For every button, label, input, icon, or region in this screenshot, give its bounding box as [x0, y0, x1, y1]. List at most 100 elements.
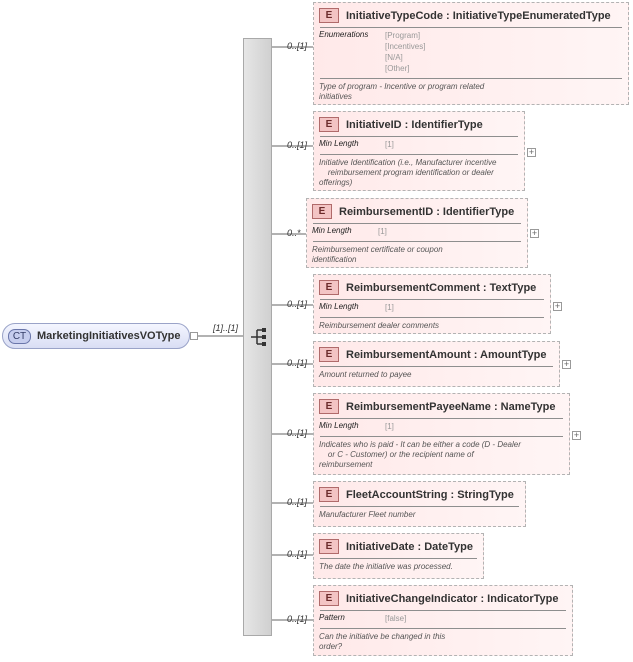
- facet-value: [1]: [385, 303, 394, 312]
- facet-value: [false]: [385, 614, 407, 623]
- element-cardinality: 0..[1]: [287, 358, 308, 368]
- complex-type-node[interactable]: CT MarketingInitiativesVOType: [2, 323, 190, 349]
- element-badge: E: [312, 204, 332, 219]
- documentation-line: or C - Customer) or the recipient name o…: [319, 450, 474, 459]
- separator: [320, 154, 518, 155]
- separator: [320, 558, 477, 559]
- documentation-line: reimbursement: [319, 460, 373, 469]
- separator: [320, 366, 553, 367]
- facet-name: Min Length: [312, 226, 352, 235]
- element-badge: E: [319, 591, 339, 606]
- documentation-line: reimbursement program identification or …: [319, 168, 494, 177]
- element-documentation: Type of program - Incentive or program r…: [314, 79, 628, 102]
- facet-value: [N/A]: [385, 53, 403, 62]
- separator: [313, 241, 521, 242]
- element-badge: E: [319, 399, 339, 414]
- documentation-line: initiatives: [319, 92, 352, 101]
- element-title: FleetAccountString : StringType: [346, 488, 514, 501]
- documentation-line: Reimbursement dealer comments: [319, 321, 440, 330]
- documentation-line: Initiative Identification (i.e., Manufac…: [319, 158, 497, 167]
- documentation-line: Indicates who is paid - It can be either…: [319, 440, 521, 449]
- element-title: InitiativeTypeCode : InitiativeTypeEnume…: [346, 9, 611, 22]
- expand-toggle[interactable]: +: [562, 359, 571, 369]
- element-documentation: Amount returned to payee: [314, 367, 559, 380]
- documentation-line: Manufacturer Fleet number: [319, 510, 416, 519]
- separator: [320, 27, 622, 28]
- facet-value: [1]: [385, 140, 394, 149]
- expand-toggle[interactable]: +: [572, 430, 581, 440]
- documentation-line: The date the initiative was processed.: [319, 562, 453, 571]
- element-title: InitiativeChangeIndicator : IndicatorTyp…: [346, 592, 559, 605]
- separator: [313, 223, 521, 224]
- element-cardinality: 0..[1]: [287, 140, 308, 150]
- facet-name: Min Length: [319, 302, 359, 311]
- facet-name: Pattern: [319, 613, 345, 622]
- documentation-line: identification: [312, 255, 357, 264]
- element-cardinality: 0..[1]: [287, 614, 308, 624]
- element-documentation: Indicates who is paid - It can be either…: [314, 437, 569, 470]
- expand-toggle[interactable]: +: [530, 228, 539, 238]
- documentation-line: order?: [319, 642, 343, 651]
- element-title: ReimbursementAmount : AmountType: [346, 348, 547, 361]
- facet-value: [1]: [378, 227, 387, 236]
- element-title: ReimbursementComment : TextType: [346, 281, 537, 294]
- complex-type-badge: CT: [8, 328, 31, 344]
- facet-name: Min Length: [319, 421, 359, 430]
- element-title: InitiativeID : IdentifierType: [346, 118, 483, 131]
- element-documentation: The date the initiative was processed.: [314, 559, 483, 572]
- element-cardinality: 0..[1]: [287, 299, 308, 309]
- separator: [320, 418, 563, 419]
- element-badge: E: [319, 347, 339, 362]
- element-cardinality: 0..*: [287, 228, 301, 238]
- documentation-line: Type of program - Incentive or program r…: [319, 82, 485, 91]
- separator: [320, 628, 566, 629]
- facet-value: [Other]: [385, 64, 410, 73]
- element-title: InitiativeDate : DateType: [346, 540, 473, 553]
- element-documentation: Manufacturer Fleet number: [314, 507, 525, 520]
- element-title: ReimbursementID : IdentifierType: [339, 205, 515, 218]
- documentation-line: Reimbursement certificate or coupon: [312, 245, 443, 254]
- expand-toggle[interactable]: +: [553, 301, 562, 311]
- facet-value: [1]: [385, 422, 394, 431]
- facet-name: Enumerations: [319, 30, 369, 39]
- facet-value: [Incentives]: [385, 42, 426, 51]
- element-cardinality: 0..[1]: [287, 549, 308, 559]
- element-badge: E: [319, 487, 339, 502]
- separator: [320, 610, 566, 611]
- element-cardinality: 0..[1]: [287, 41, 308, 51]
- element-badge: E: [319, 8, 339, 23]
- element-node[interactable]: E InitiativeChangeIndicator : IndicatorTy…: [313, 585, 573, 656]
- complex-type-name: MarketingInitiativesVOType: [37, 330, 181, 342]
- separator: [320, 299, 544, 300]
- documentation-line: Can the initiative be changed in this: [319, 632, 446, 641]
- separator: [320, 506, 519, 507]
- collapse-toggle[interactable]: [190, 332, 198, 340]
- element-documentation: Initiative Identification (i.e., Manufac…: [314, 155, 524, 188]
- documentation-line: offerings): [319, 178, 353, 187]
- element-badge: E: [319, 539, 339, 554]
- element-node[interactable]: E InitiativeTypeCode : InitiativeTypeEnum…: [313, 2, 629, 105]
- expand-toggle[interactable]: +: [527, 147, 536, 157]
- separator: [320, 317, 544, 318]
- documentation-line: Amount returned to payee: [319, 370, 412, 379]
- element-badge: E: [319, 117, 339, 132]
- facet-value: [Program]: [385, 31, 421, 40]
- sequence-icon: [251, 328, 266, 346]
- separator: [320, 78, 622, 79]
- sequence-cardinality: [1]..[1]: [213, 323, 239, 333]
- separator: [320, 436, 563, 437]
- element-documentation: Reimbursement dealer comments: [314, 318, 550, 331]
- element-cardinality: 0..[1]: [287, 428, 308, 438]
- separator: [320, 136, 518, 137]
- element-title: ReimbursementPayeeName : NameType: [346, 400, 556, 413]
